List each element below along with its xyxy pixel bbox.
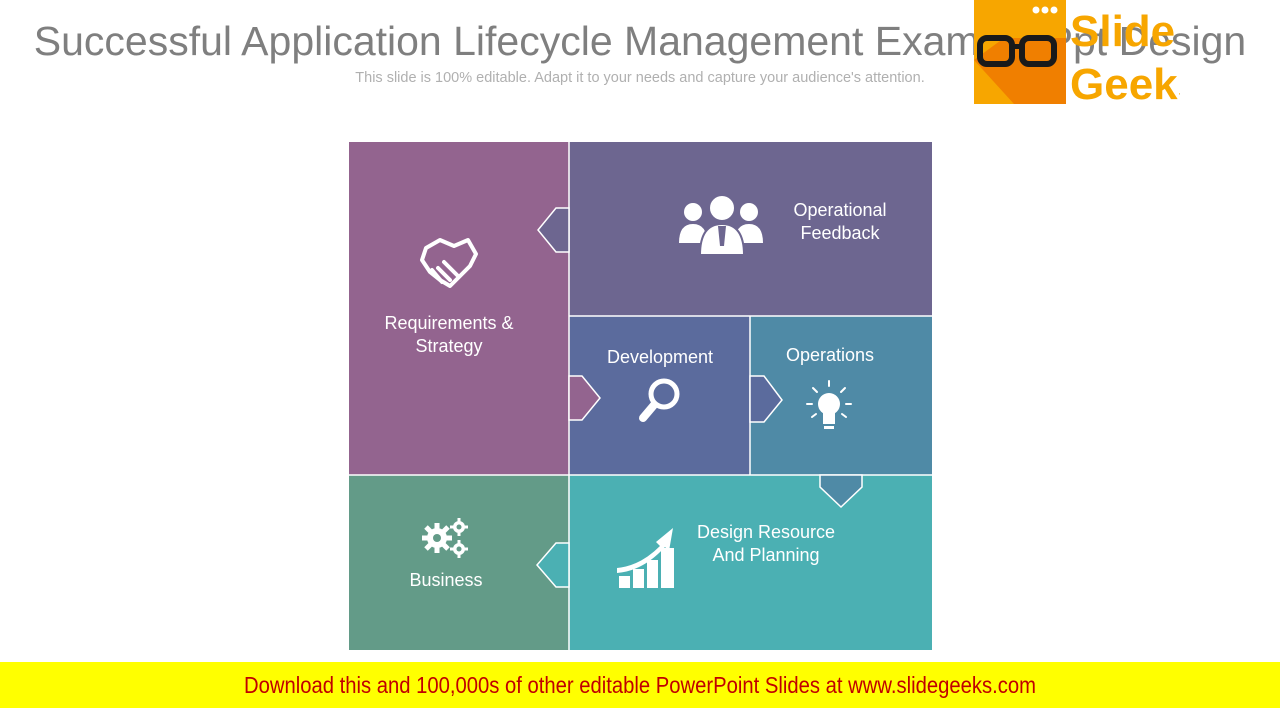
team-icon bbox=[679, 194, 763, 256]
label-requirements-line2: Strategy bbox=[415, 336, 483, 356]
download-banner-text[interactable]: Download this and 100,000s of other edit… bbox=[243, 672, 1037, 698]
label-feedback-line1: Operational bbox=[793, 200, 887, 220]
block-requirements bbox=[349, 142, 569, 475]
slidegeeks-logo: Slide Geeks bbox=[974, 0, 1180, 104]
label-design-line1: Design Resource bbox=[696, 522, 836, 542]
label-feedback-line2: Feedback bbox=[800, 223, 880, 243]
arrow-design-to-business bbox=[536, 542, 570, 588]
block-business bbox=[349, 475, 569, 650]
magnifier-icon bbox=[639, 378, 680, 422]
label-design-resource: Design Resource And Planning bbox=[686, 521, 846, 567]
slide-subtitle: This slide is 100% editable. Adapt it to… bbox=[355, 70, 925, 86]
arrow-operations-to-design bbox=[819, 474, 863, 509]
gears-icon bbox=[422, 518, 468, 558]
block-design-resource bbox=[569, 475, 932, 650]
handshake-icon bbox=[420, 238, 478, 288]
label-requirements-line1: Requirements & bbox=[384, 313, 514, 333]
logo-word-2: Geeks bbox=[1070, 60, 1180, 104]
logo-word-1: Slide bbox=[1070, 7, 1175, 56]
label-development: Development bbox=[606, 347, 714, 367]
label-operational-feedback: Operational Feedback bbox=[770, 199, 910, 245]
arrow-requirements-to-development bbox=[568, 375, 601, 421]
label-requirements: Requirements & Strategy bbox=[349, 312, 549, 358]
download-banner bbox=[0, 662, 1280, 708]
label-business: Business bbox=[409, 570, 483, 590]
arrow-feedback-to-requirements bbox=[537, 207, 570, 253]
block-development bbox=[569, 316, 750, 475]
growth-chart-icon bbox=[617, 528, 674, 588]
arrow-development-to-operations bbox=[749, 375, 783, 423]
glasses-icon bbox=[977, 35, 1057, 67]
lightbulb-icon bbox=[806, 380, 852, 429]
label-design-line2: And Planning bbox=[712, 545, 820, 565]
block-operations bbox=[750, 316, 932, 475]
label-operations: Operations bbox=[785, 345, 875, 365]
